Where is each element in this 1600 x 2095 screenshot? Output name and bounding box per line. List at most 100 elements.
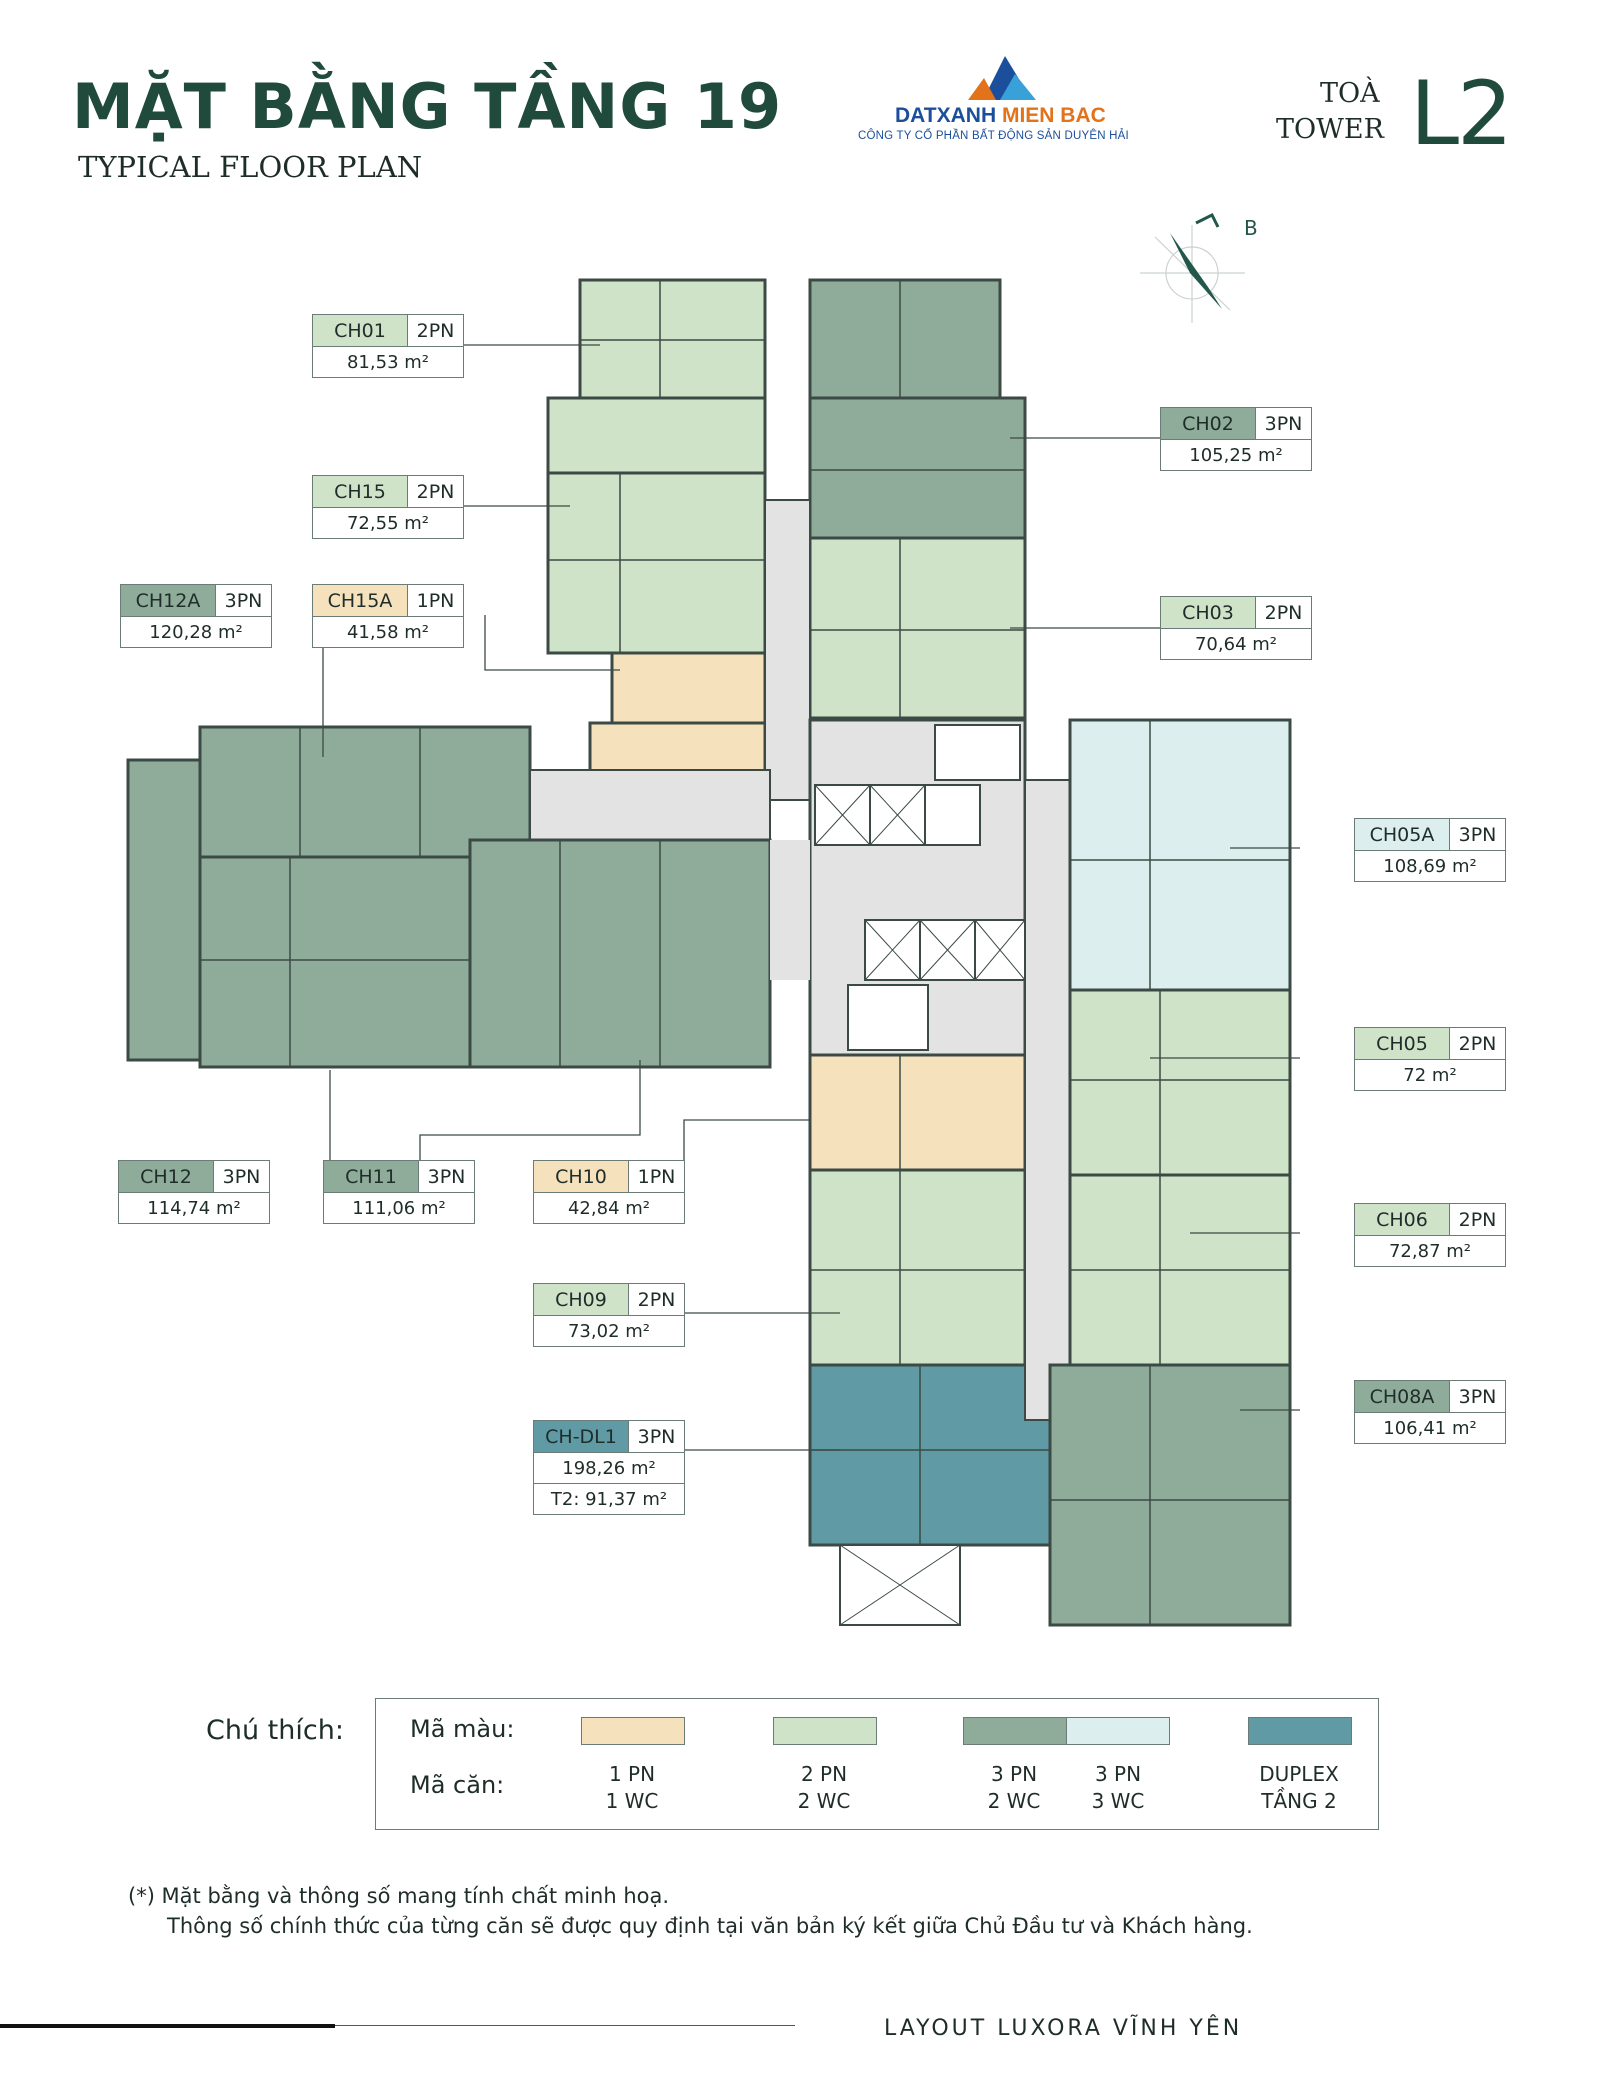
footer-text: LAYOUT LUXORA VĨNH YÊN [884,2016,1243,2041]
legend-line1: 3 PN [990,1762,1038,1786]
unit-code: CH11 [324,1161,418,1192]
legend-unit-label: Mã căn: [410,1771,505,1799]
unit-area: 41,58 m² [346,621,429,643]
unit-code: CH01 [313,315,407,346]
unit-code: CH15 [313,476,407,507]
unit-rooms: 3PN [628,1421,684,1452]
legend-line1: 2 PN [800,1762,848,1786]
unit-rooms: 2PN [1449,1028,1505,1059]
unit-rooms: 2PN [407,476,463,507]
unit-area-floor2: T2: 91,37 m² [534,1483,684,1514]
unit-code: CH05 [1355,1028,1449,1059]
tower-code: L2 [1410,62,1513,165]
unit-code: CH-DL1 [534,1421,628,1452]
logo-mountain-icon [968,56,1036,100]
unit-area: 70,64 m² [1194,633,1277,655]
corridor-upper [764,499,811,801]
unit-ch08a-area [1048,1363,1292,1627]
legend-line1: DUPLEX [1259,1762,1339,1786]
unit-ch12-area [198,855,472,1069]
footer-rule-thin [335,2025,795,2026]
logo-name: DATXANH MIEN BAC [895,104,1106,128]
unit-rooms: 2PN [1255,597,1311,628]
unit-ch05a-area [1068,718,1292,992]
legend-item-duplex: DUPLEX TẦNG 2 [1229,1761,1369,1815]
legend-item-2pn: 2 PN 2 WC [754,1761,894,1815]
unit-area: 198,26 m² [562,1457,656,1479]
logo-name-b: MIEN BAC [1001,104,1106,127]
unit-area: 105,25 m² [1189,444,1283,466]
unit-ch03-area [808,536,1027,720]
unit-ch02-lower [808,396,1027,540]
unit-rooms: 2PN [1449,1204,1505,1235]
legend-item-3pn-2wc: 3 PN 2 WC [944,1761,1084,1815]
unit-code: CH08A [1355,1381,1449,1412]
swatch-2pn [773,1717,877,1745]
legend-line2: TẦNG 2 [1261,1789,1337,1813]
unit-rooms: 2PN [628,1284,684,1315]
unit-ch12a-area [198,725,532,859]
logo-name-a: DATXANH [895,104,1002,127]
legend-line2: 2 WC [797,1789,851,1813]
unit-area: 73,02 m² [567,1320,650,1342]
unit-ch01-area [578,278,767,400]
unit-code: CH02 [1161,408,1255,439]
unit-rooms: 3PN [215,585,271,616]
unit-rooms: 1PN [628,1161,684,1192]
legend-line2: 2 WC [987,1789,1041,1813]
unit-ch12a-left [126,758,202,1062]
page-title: MẶT BẰNG TẦNG 19 [72,70,783,143]
unit-rooms: 3PN [1255,408,1311,439]
floor-plan [126,278,1300,1627]
swatch-duplex [1248,1717,1352,1745]
swatch-3pn-3wc [1066,1717,1170,1745]
unit-rooms: 2PN [407,315,463,346]
unit-area: 108,69 m² [1383,855,1477,877]
north-arrow-icon: B [1140,212,1258,323]
unit-code: CH12 [119,1161,213,1192]
unit-area: 81,53 m² [346,351,429,373]
unit-code: CH06 [1355,1204,1449,1235]
toa-label: TOÀ [1320,78,1380,109]
company-logo [850,48,1160,158]
unit-area: 72,55 m² [346,512,429,534]
unit-ch15a-area [610,651,767,725]
legend-line2: 1 WC [605,1789,659,1813]
leader-lines [322,344,1300,1451]
note-line-2: Thông số chính thức của từng căn sẽ được… [167,1914,1253,1938]
swatch-1pn [581,1717,685,1745]
unit-code: CH12A [121,585,215,616]
unit-area: 72 m² [1403,1064,1457,1086]
unit-ch02-area [808,278,1002,400]
unit-area: 106,41 m² [1383,1417,1477,1439]
unit-area: 42,84 m² [567,1197,650,1219]
unit-ch11-area [468,838,772,1069]
footer-rule-thick [0,2024,335,2028]
unit-area: 72,87 m² [1388,1240,1471,1262]
unit-ch09-area [808,1168,1027,1367]
compass-label: B [1244,216,1258,240]
unit-code: CH05A [1355,819,1449,850]
page-subtitle: TYPICAL FLOOR PLAN [78,150,423,184]
corridor-right [1024,779,1071,1421]
unit-chdl1-area [808,1363,1052,1547]
unit-code: CH03 [1161,597,1255,628]
legend-line1: 3 PN [1094,1762,1142,1786]
corridor-center [770,840,810,980]
unit-area: 111,06 m² [352,1197,446,1219]
unit-ch10-area [808,1053,1027,1172]
unit-rooms: 3PN [213,1161,269,1192]
